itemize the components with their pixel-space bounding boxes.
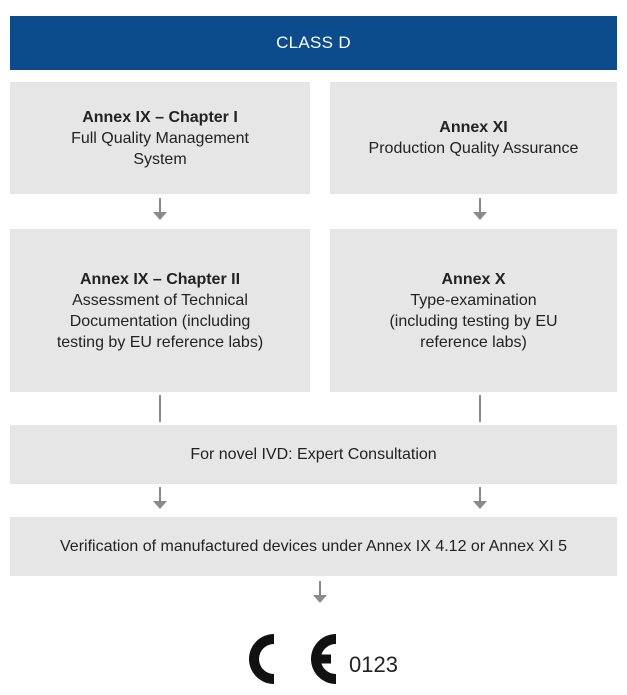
annex-x-box: Annex X Type-examination (including test… [330,229,617,392]
connector-line [159,487,161,501]
annex-x-title: Annex X [441,270,506,288]
connector-line [159,198,161,212]
annex-ix-chapter-ii-text: Assessment of Technical Documentation (i… [56,291,264,351]
class-d-title: CLASS D [276,33,351,52]
ce-mark: 0123 [0,628,627,690]
connector-line [479,198,481,212]
connector-line [159,395,161,422]
arrow-down-icon [473,501,487,509]
annex-ix-chapter-i-box: Annex IX – Chapter I Full Quality Manage… [10,82,310,194]
annex-ix-chapter-i-text: Full Quality Management System [71,129,249,168]
arrow-down-icon [153,212,167,220]
annex-xi-text: Production Quality Assurance [368,140,579,157]
connector-line [479,487,481,501]
verification-text: Verification of manufactured devices und… [60,538,567,555]
ce-logo-icon [249,634,337,684]
notified-body-number: 0123 [349,652,398,677]
arrow-down-icon [153,501,167,509]
annex-xi-title: Annex XI [439,119,508,136]
class-d-header: CLASS D [10,16,617,70]
annex-ix-chapter-ii-box: Annex IX – Chapter II Assessment of Tech… [10,229,310,392]
arrow-down-icon [313,595,327,603]
annex-ix-chapter-ii-title: Annex IX – Chapter II [79,270,241,288]
connector-line [319,581,321,595]
expert-consultation-text: For novel IVD: Expert Consultation [190,446,437,463]
annex-x-text: Type-examination (including testing by E… [389,291,558,351]
annex-xi-box: Annex XI Production Quality Assurance [330,82,617,194]
expert-consultation-box: For novel IVD: Expert Consultation [10,425,617,484]
connector-line [479,395,481,422]
verification-box: Verification of manufactured devices und… [10,517,617,576]
arrow-down-icon [473,212,487,220]
annex-ix-chapter-i-title: Annex IX – Chapter I [82,108,238,126]
